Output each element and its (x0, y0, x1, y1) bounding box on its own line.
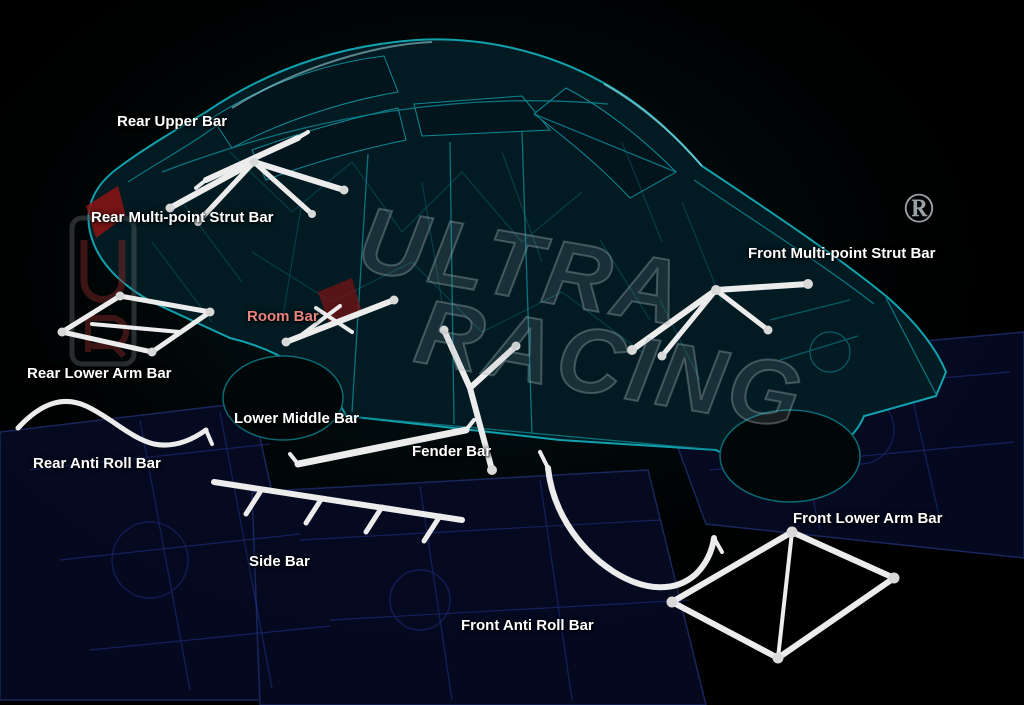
label-rear-upper-bar: Rear Upper Bar (117, 113, 228, 130)
registered-trademark-symbol: ® (903, 186, 935, 232)
side-bar-part (211, 479, 465, 544)
label-fender-bar: Fender Bar (412, 443, 492, 460)
front-anti-roll-bar-part (538, 450, 724, 591)
label-front-lower-arm-bar: Front Lower Arm Bar (793, 510, 943, 527)
lower-middle-bar-part (288, 418, 476, 468)
car-body-art (86, 38, 948, 503)
frame-lattice (151, 141, 723, 381)
label-lower-middle-bar: Lower Middle Bar (234, 410, 360, 427)
rear-anti-roll-bar-part (15, 398, 214, 448)
ur-logo-watermark (69, 215, 137, 367)
label-room-bar: Room Bar (247, 308, 319, 325)
label-front-multi-point-strut-bar: Front Multi-point Strut Bar (748, 245, 936, 262)
room-bar-part (283, 297, 397, 345)
label-front-anti-roll-bar: Front Anti Roll Bar (461, 617, 594, 634)
engine-bay-detail (769, 299, 859, 373)
label-rear-anti-roll-bar: Rear Anti Roll Bar (33, 455, 161, 472)
bar-mount-points (57, 157, 900, 664)
body-lines (127, 100, 937, 451)
label-rear-multi-point-strut-bar: Rear Multi-point Strut Bar (91, 209, 274, 226)
label-rear-lower-arm-bar: Rear Lower Arm Bar (27, 365, 172, 382)
front-wheel-arch (719, 409, 861, 503)
rear-wheel-arch (222, 355, 344, 441)
fender-bar-part (441, 327, 519, 473)
edge-highlights (231, 41, 703, 167)
label-side-bar: Side Bar (249, 553, 310, 570)
tail-lamp (86, 186, 126, 238)
